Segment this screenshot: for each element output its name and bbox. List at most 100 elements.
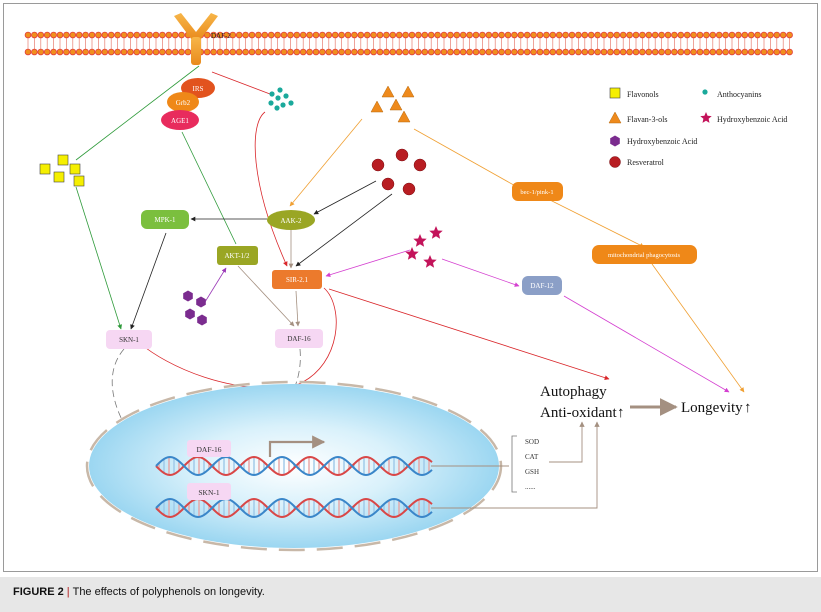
skn1-nuclear-box <box>187 483 231 500</box>
legend-hex-label: Hydroxybenzoic Acid <box>627 137 697 146</box>
aak2-label: AAK-2 <box>281 217 302 225</box>
arrow-star-to-daf12 <box>441 258 520 287</box>
grb2-label: Grb2 <box>176 99 191 107</box>
irs-label: IRS <box>193 85 204 93</box>
daf16-nuclear-label: DAF-16 <box>196 445 221 454</box>
arrow-genes-to-antioxidant <box>549 421 585 463</box>
line-daf2-to-anthocyanins <box>211 71 271 95</box>
arrow-star-to-sir <box>325 249 411 278</box>
adaptor-cluster: IRS Grb2 AGE1 <box>161 78 215 130</box>
arrow-hex-to-akt <box>204 267 227 303</box>
legend-flavan3ols-swatch <box>608 111 622 124</box>
cell-membrane <box>24 31 793 56</box>
flavonol-molecules <box>39 154 85 187</box>
hydroxybenzoic-star <box>429 226 443 239</box>
daf12-node <box>522 276 562 295</box>
mpk1-label: MPK-1 <box>154 216 176 224</box>
sir21-node <box>272 270 322 289</box>
hydroxybenzoic-star <box>413 234 427 247</box>
arrow-dna2-to-antioxidant <box>431 421 600 509</box>
legend-flavan3ols-label: Flavan-3-ols <box>627 115 667 124</box>
hydroxybenzoic-hex <box>185 308 195 320</box>
skn1-node <box>106 330 152 349</box>
polyphenol-longevity-diagram: DAF-2 IRS Grb2 AGE1 <box>24 13 793 552</box>
legend-resveratrol-swatch <box>609 156 621 168</box>
arrow-akt-to-daf16 <box>237 265 295 327</box>
bec1-node <box>512 182 563 201</box>
hydroxybenzoic-hex <box>183 290 193 302</box>
caption-label: FIGURE 2 <box>13 586 64 598</box>
flavonol-square <box>73 175 85 187</box>
flavonol-square <box>39 163 51 175</box>
nucleus: DAF-16 SKN-1 <box>85 380 503 552</box>
aak2-node <box>267 210 315 230</box>
daf16-node <box>275 329 323 348</box>
grb2-node <box>167 92 199 112</box>
dna-strand-upper <box>155 455 433 477</box>
hydroxybenzoic-star-molecules <box>405 226 443 268</box>
arrow-sir-to-daf16 <box>295 290 301 327</box>
arrow-age1-to-akt <box>181 131 237 245</box>
legend-hex-swatch <box>610 135 620 147</box>
daf12-label: DAF-12 <box>530 282 554 290</box>
arrow-mito-to-longevity <box>651 263 745 393</box>
arrow-resveratrol-to-sir <box>295 193 393 267</box>
age1-label: AGE1 <box>171 117 189 125</box>
arrow-flavonols-to-skn1 <box>75 186 122 330</box>
arrow-mpk1-to-skn1 <box>130 232 167 330</box>
flavonol-square <box>53 171 65 183</box>
mito-node <box>592 245 697 264</box>
resveratrol-molecules <box>371 148 427 196</box>
gene-gsh: GSH <box>525 468 539 476</box>
outcomes: Autophagy Anti-oxidant ↑ Longevity ↑ <box>540 384 752 421</box>
gene-sod: SOD <box>525 438 539 446</box>
skn1-label: SKN-1 <box>119 336 139 344</box>
longevity-up-arrow: ↑ <box>744 400 752 416</box>
daf16-label: DAF-16 <box>287 335 311 343</box>
arrow-flavan-to-bec1 <box>413 128 520 189</box>
transcription-arrow <box>268 435 326 457</box>
bec1-label: bec-1/pink-1 <box>520 189 553 196</box>
autophagy-label: Autophagy <box>540 384 607 400</box>
hydroxybenzoic-hex-molecules <box>183 290 207 326</box>
age1-node <box>161 110 199 130</box>
hydroxybenzoic-star <box>423 255 437 268</box>
arrow-bec1-to-mito <box>543 196 645 248</box>
hydroxybenzoic-star <box>405 247 419 260</box>
hydroxybenzoic-hex <box>196 296 206 308</box>
flavonol-square <box>57 154 69 166</box>
antioxidant-up-arrow: ↑ <box>617 405 625 421</box>
hydroxybenzoic-hex <box>610 135 620 147</box>
flavonol-square <box>69 163 81 175</box>
pathway-nodes: MPK-1 AAK-2 AKT-1/2 SIR-2.1 DAF-16 SKN-1… <box>106 182 697 349</box>
arrow-anthocyanins-to-sir <box>254 111 288 267</box>
legend-anthocyanins-label: Anthocyanins <box>717 90 761 99</box>
antioxidant-genes: SOD CAT GSH ...... <box>431 421 600 509</box>
legend-star-swatch <box>700 112 712 123</box>
caption-separator: | <box>66 586 70 598</box>
arrow-daf12-to-longevity <box>563 295 730 393</box>
legend-resveratrol-label: Resveratrol <box>627 158 665 167</box>
caption-text: The effects of polyphenols on longevity. <box>72 586 265 598</box>
daf2-receptor: DAF-2 <box>174 13 231 65</box>
hydroxybenzoic-hex <box>197 314 207 326</box>
mito-label: mitochondrial phagocytosis <box>608 252 681 259</box>
legend: Flavonols Anthocyanins Flavan-3-ols Hydr… <box>608 87 787 168</box>
hydroxybenzoic-star <box>700 112 712 123</box>
legend-anthocyanins-swatch <box>702 89 708 95</box>
skn1-nuclear-label: SKN-1 <box>198 488 220 497</box>
gene-bracket <box>511 435 517 493</box>
arrow-sir-to-autophagy <box>328 288 610 380</box>
figure-frame: DAF-2 IRS Grb2 AGE1 <box>3 3 818 572</box>
flavan3ol-molecules <box>370 85 415 123</box>
arrow-daf2-to-flavonols <box>75 65 200 161</box>
anthocyanin-molecules <box>268 87 294 111</box>
mpk1-node <box>141 210 189 229</box>
daf2-label: DAF-2 <box>211 32 231 40</box>
gene-more: ...... <box>525 483 536 491</box>
legend-star-label: Hydroxybenzoic Acid <box>717 115 787 124</box>
arrow-resveratrol-to-aak2 <box>313 180 377 215</box>
gene-cat: CAT <box>525 453 539 461</box>
akt-node <box>217 246 258 265</box>
longevity-label: Longevity <box>681 400 743 416</box>
